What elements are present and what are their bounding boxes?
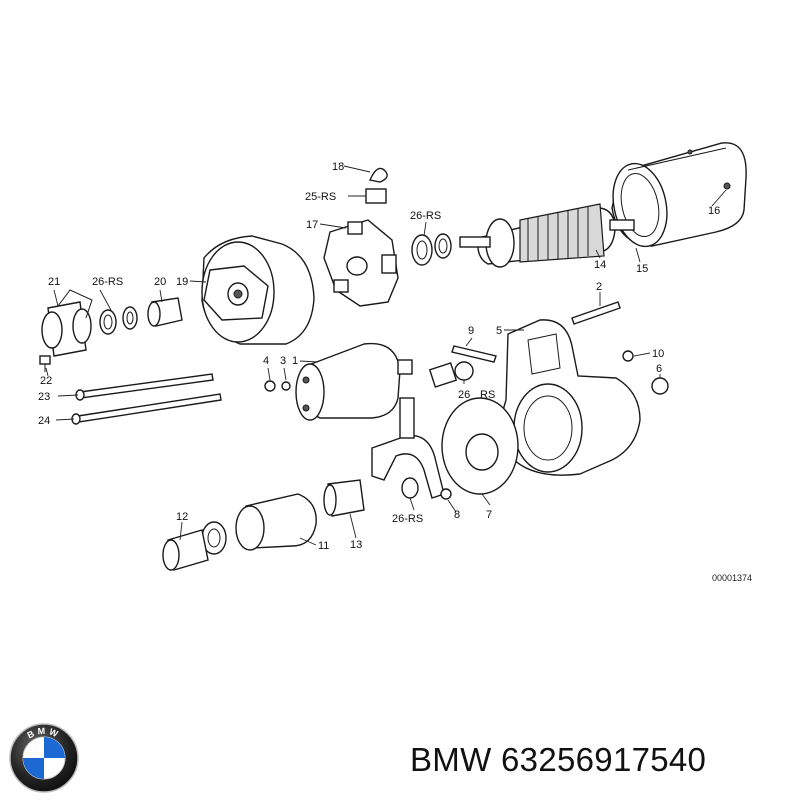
brush-holder-part <box>365 167 388 204</box>
cap-part <box>41 289 93 357</box>
callout-3: 3 <box>280 355 286 367</box>
callout-10: 10 <box>652 348 664 360</box>
callout-21: 21 <box>48 276 60 288</box>
callout-24: 24 <box>38 415 50 427</box>
plunger-part <box>428 361 474 388</box>
leader-lines <box>45 165 727 546</box>
bush-part <box>99 297 183 335</box>
callout-16: 16 <box>708 205 720 217</box>
end-cover-part <box>201 235 315 345</box>
nuts-part <box>264 380 291 392</box>
fork-lever-part <box>371 397 452 500</box>
callout-labels: 18 25-RS 17 26-RS 14 15 16 19 20 26-RS 2… <box>38 161 720 552</box>
callout-20: 20 <box>154 276 166 288</box>
brand-name: BMW <box>410 741 492 778</box>
brand-part-number-line: BMW 63256917540 <box>410 741 706 779</box>
callout-22: 22 <box>40 375 52 387</box>
callout-2: 2 <box>596 281 602 293</box>
bearing-ring-part <box>411 233 452 266</box>
part-number: 63256917540 <box>501 741 707 778</box>
solenoid-part <box>295 342 413 421</box>
callout-13: 13 <box>350 539 362 551</box>
callout-14: 14 <box>594 259 606 271</box>
callout-1: 1 <box>292 355 298 367</box>
callout-5: 5 <box>496 325 502 337</box>
callout-19: 19 <box>176 276 188 288</box>
brush-plate-part <box>323 219 399 307</box>
armature-part <box>459 203 635 268</box>
callout-26-rs-mid-number: 26 <box>458 389 470 401</box>
sleeve-part <box>162 529 209 571</box>
pinion-drive-part <box>201 493 317 555</box>
gasket-part <box>441 397 519 495</box>
callout-23: 23 <box>38 391 50 403</box>
callout-26-rs-top: 26-RS <box>410 210 441 222</box>
callout-8: 8 <box>454 509 460 521</box>
callout-26-rs-mid-suffix: RS <box>480 389 495 401</box>
callout-9: 9 <box>468 325 474 337</box>
bolts-part <box>39 355 222 425</box>
callout-18: 18 <box>332 161 344 173</box>
callout-11: 11 <box>318 540 329 552</box>
motor-housing-part <box>611 142 747 248</box>
callout-26-rs-left: 26-RS <box>92 276 123 288</box>
drive-housing-part <box>501 319 641 476</box>
callout-4: 4 <box>263 355 269 367</box>
callout-26-rs-bottom: 26-RS <box>392 513 423 525</box>
callout-25-rs: 25-RS <box>305 191 336 203</box>
callout-6: 6 <box>656 363 662 375</box>
bush-13-part <box>323 479 365 517</box>
drawing-code: 00001374 <box>712 573 752 583</box>
bmw-logo-icon: BMW <box>9 723 79 793</box>
callout-15: 15 <box>636 263 648 275</box>
small-hardware-part <box>451 301 669 395</box>
callout-7: 7 <box>486 509 492 521</box>
callout-17: 17 <box>306 219 318 231</box>
callout-12: 12 <box>176 511 188 523</box>
svg-text:BMW: BMW <box>26 726 63 741</box>
